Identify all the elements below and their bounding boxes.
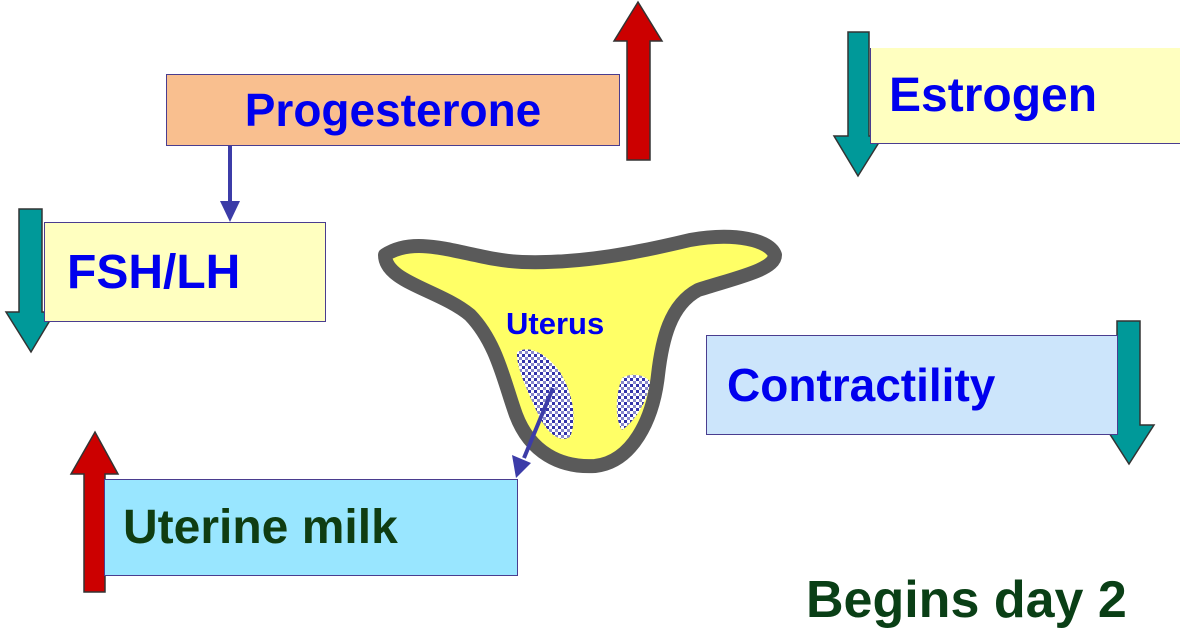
uterine-milk-label: Uterine milk [123, 500, 398, 555]
uterine-milk-box: Uterine milk [104, 479, 518, 576]
estrogen-label: Estrogen [889, 68, 1097, 123]
contractility-box: Contractility [706, 335, 1118, 435]
estrogen-box: Estrogen [870, 48, 1180, 144]
uterus-label: Uterus [506, 306, 604, 342]
fsh-lh-box: FSH/LH [44, 222, 326, 322]
contractility-label: Contractility [727, 358, 995, 412]
begins-day-text: Begins day 2 [806, 570, 1127, 630]
progesterone-label: Progesterone [245, 83, 542, 137]
progesterone-box: Progesterone [166, 74, 620, 146]
progesterone-to-fsh-connector [220, 146, 240, 222]
up-arrow-icon [614, 2, 662, 160]
fsh-lh-label: FSH/LH [67, 245, 240, 300]
